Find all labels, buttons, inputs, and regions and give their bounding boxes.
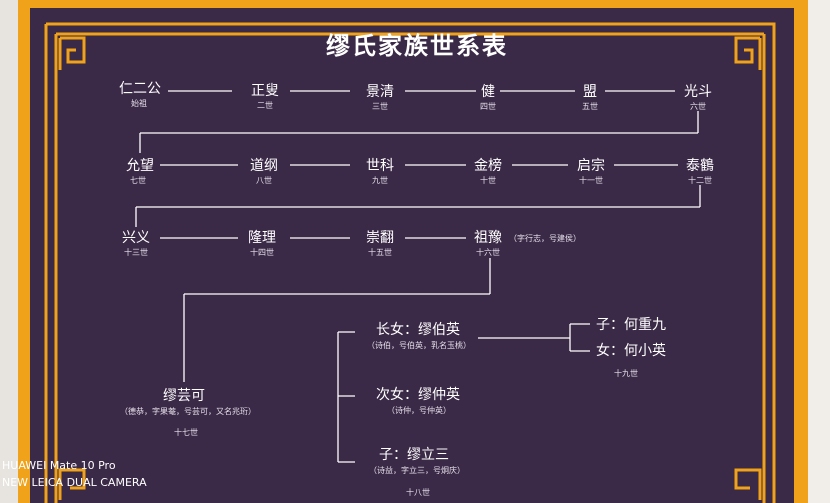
generation-label-gen13: 十三世 [124,248,148,257]
page-title: 缪氏家族世系表 [326,32,508,60]
person-note-gen16: （字行志，号建侯） [509,234,581,243]
generation-label-gen12: 十二世 [688,176,712,185]
child-name-second-daughter: 次女：缪仲英 [376,387,460,403]
generation-label-gen8: 八世 [256,176,272,185]
person-name-gen11: 启宗 [577,158,605,174]
child-note-eldest-daughter: （诗伯，号伯英，乳名玉桃） [367,341,471,350]
generation-label-gen1: 始祖 [131,99,147,108]
grandchild-name-son: 子：何重九 [596,317,666,333]
generation-label-gen7: 七世 [130,176,146,185]
grandchild-name-daughter: 女：何小英 [596,343,666,359]
meander-border [44,22,776,503]
person-note-gen17: （德恭，字果菴，号芸可，又名兆珩） [120,407,256,416]
child-note-son: （诗益，字立三，号炯庆） [369,466,465,475]
child-note-second-daughter: （诗仲，号仲英） [387,406,451,415]
person-name-gen13: 兴义 [122,230,150,246]
connector-lines [135,90,701,463]
person-name-gen16: 祖豫 [474,230,502,246]
generation-label-gen6: 六世 [690,102,706,111]
person-name-gen14: 隆理 [248,230,276,246]
person-name-gen7: 允望 [126,158,154,174]
person-name-gen3: 景清 [366,84,394,100]
generation-label-gen9: 九世 [372,176,388,185]
person-name-gen5: 盟 [583,84,597,100]
generation-label-gen11: 十一世 [579,176,603,185]
person-name-gen9: 世科 [366,158,394,174]
person-name-gen8: 道纲 [250,158,278,174]
person-name-gen2: 正叟 [251,83,279,99]
generation-label-gen4: 四世 [480,102,496,111]
generation-label-gen14: 十四世 [250,248,274,257]
person-name-gen10: 金榜 [474,158,502,174]
generation-label-gen15: 十五世 [368,248,392,257]
generation-label-gen5: 五世 [582,102,598,111]
generation-label-gen19: 十九世 [614,369,638,378]
person-name-gen1: 仁二公 [119,81,161,97]
camera-watermark-lens: NEW LEICA DUAL CAMERA [2,476,147,489]
person-name-gen17: 缪芸可 [163,388,205,404]
generation-label-gen18: 十八世 [406,488,430,497]
person-name-gen6: 光斗 [684,84,712,100]
person-name-gen4: 健 [481,84,495,100]
camera-watermark-model: HUAWEI Mate 10 Pro [2,459,116,472]
generation-label-gen3: 三世 [372,102,388,111]
person-name-gen15: 崇翻 [366,230,394,246]
child-name-eldest-daughter: 长女：缪伯英 [376,322,460,338]
generation-label-gen2: 二世 [257,101,273,110]
generation-label-gen16: 十六世 [476,248,500,257]
person-name-gen12: 泰鶴 [686,158,714,174]
generation-label-gen17: 十七世 [174,428,198,437]
generation-label-gen10: 十世 [480,176,496,185]
child-name-son: 子：缪立三 [379,447,449,463]
